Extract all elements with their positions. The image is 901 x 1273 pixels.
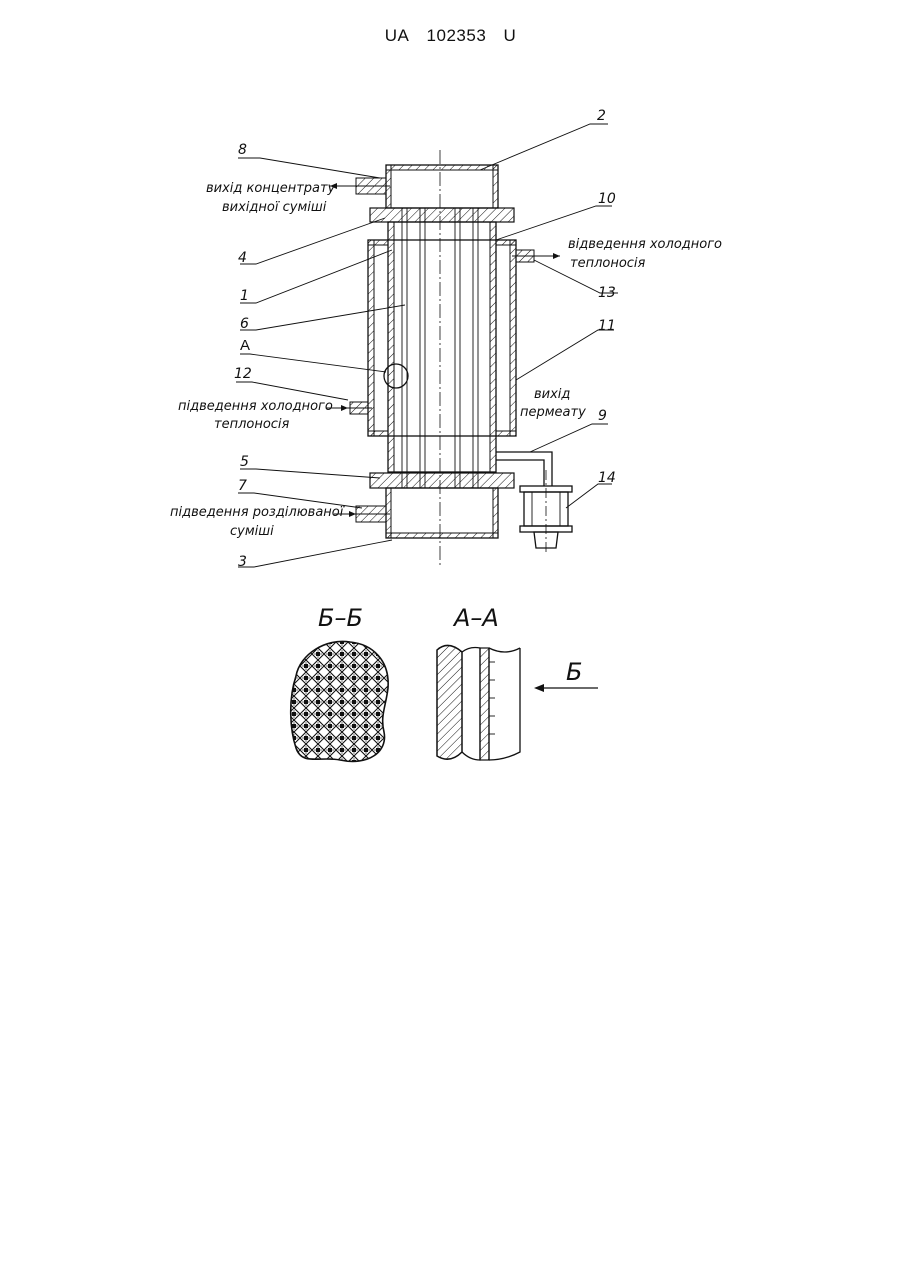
section-aa-title: А–А <box>452 604 499 632</box>
section-bb-mesh <box>291 641 388 761</box>
label-concentrate-out-2: вихідної суміші <box>222 200 327 215</box>
apparatus-body <box>326 150 572 565</box>
label-coolant-in-1: підведення холодного <box>178 399 333 414</box>
section-bb-title: Б–Б <box>318 604 363 632</box>
ref-number-2: 2 <box>597 108 606 124</box>
top-flange <box>370 208 514 222</box>
ref-number-12: 12 <box>234 366 252 382</box>
ref-number-13: 13 <box>598 285 616 301</box>
label-coolant-in-2: теплоносія <box>214 417 290 432</box>
label-coolant-out-1: відведення холодного <box>568 237 722 252</box>
arrow-b-label: Б <box>566 658 582 686</box>
section-aa: А–А Б <box>437 604 598 760</box>
label-coolant-out-2: теплоносія <box>570 256 646 271</box>
bottom-chamber <box>386 488 498 538</box>
label-mixture-in-1: підведення розділюваної <box>170 505 345 520</box>
ref-number-9: 9 <box>598 408 607 424</box>
ref-number-3: 3 <box>238 554 247 570</box>
label-concentrate-out-1: вихід концентрату <box>206 181 336 196</box>
ref-number-10: 10 <box>598 191 616 207</box>
bottom-flange <box>370 473 514 488</box>
ref-number-14: 14 <box>598 470 616 486</box>
detail-a-label: А <box>240 337 250 354</box>
ref-number-4: 4 <box>238 250 247 266</box>
label-mixture-in-2: суміші <box>230 524 274 539</box>
label-permeate-out-2: пермеату <box>520 405 586 420</box>
ref-number-1: 1 <box>240 288 249 304</box>
ref-number-8: 8 <box>238 142 247 158</box>
top-chamber <box>386 165 498 208</box>
ref-number-11: 11 <box>598 318 616 334</box>
section-bb: Б–Б <box>291 604 388 761</box>
ref-number-7: 7 <box>238 478 247 494</box>
section-aa-ticks <box>489 662 495 734</box>
valve <box>520 470 572 555</box>
ref-number-6: 6 <box>240 316 249 332</box>
ref-number-5: 5 <box>240 454 249 470</box>
label-permeate-out-1: вихід <box>534 387 570 402</box>
flow-arrows <box>326 183 560 517</box>
membrane-shell <box>388 222 496 472</box>
